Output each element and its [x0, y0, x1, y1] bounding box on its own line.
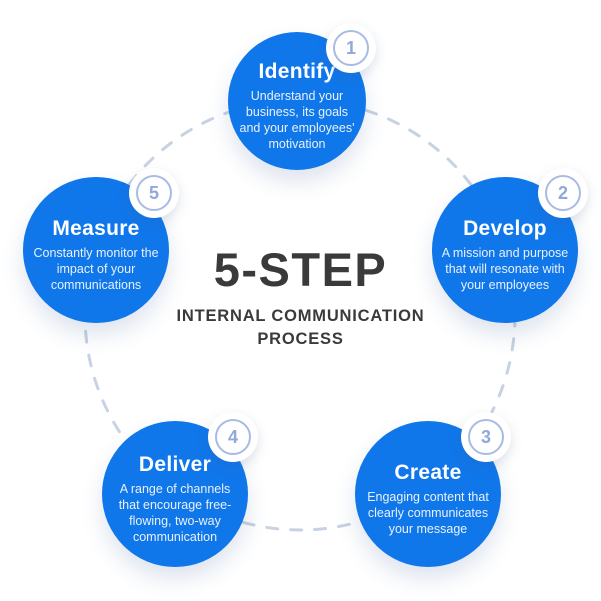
subtitle: INTERNAL COMMUNICATION PROCESS	[0, 305, 601, 351]
badge-ring: 1	[333, 30, 369, 66]
subtitle-line-1: INTERNAL COMMUNICATION	[176, 307, 425, 325]
step-circle-create: 3 Create Engaging content that clearly c…	[355, 412, 511, 567]
step-number: 3	[480, 427, 491, 447]
step-title: Develop	[463, 217, 547, 240]
step-number-badge: 3	[461, 412, 511, 462]
step-circle-measure: 5 Measure Constantly monitor the impact …	[23, 168, 179, 323]
badge-ring: 3	[468, 419, 504, 455]
step-title: Identify	[258, 60, 336, 83]
step-number-badge: 1	[326, 23, 376, 73]
step-number-badge: 4	[208, 412, 258, 462]
badge-ring: 2	[545, 175, 581, 211]
step-number-badge: 5	[129, 168, 179, 218]
step-number-badge: 2	[538, 168, 588, 218]
main-title: 5-STEP	[213, 243, 388, 296]
badge-ring: 5	[136, 175, 172, 211]
step-description: A range of channels that encourage free-…	[118, 482, 232, 544]
center-title-block: 5-STEP INTERNAL COMMUNICATION PROCESS	[0, 246, 601, 351]
step-title: Create	[394, 461, 462, 484]
badge-ring: 4	[215, 419, 251, 455]
step-description: Understand your business, its goals and …	[239, 89, 355, 151]
step-circle-deliver: 4 Deliver A range of channels that encou…	[102, 412, 258, 567]
step-number: 1	[345, 38, 356, 58]
step-number: 4	[227, 427, 238, 447]
step-number: 2	[557, 183, 568, 203]
step-title: Measure	[52, 217, 140, 240]
step-description: Engaging content that clearly communicat…	[367, 490, 489, 536]
step-title: Deliver	[138, 453, 212, 476]
step-description: A mission and purpose that will resonate…	[441, 246, 569, 292]
step-circle-develop: 2 Develop A mission and purpose that wil…	[432, 168, 588, 323]
step-number: 5	[148, 183, 159, 203]
step-circle-identify: 1 Identify Understand your business, its…	[228, 23, 376, 170]
subtitle-line-2: PROCESS	[257, 330, 344, 349]
step-description: Constantly monitor the impact of your co…	[33, 246, 159, 292]
